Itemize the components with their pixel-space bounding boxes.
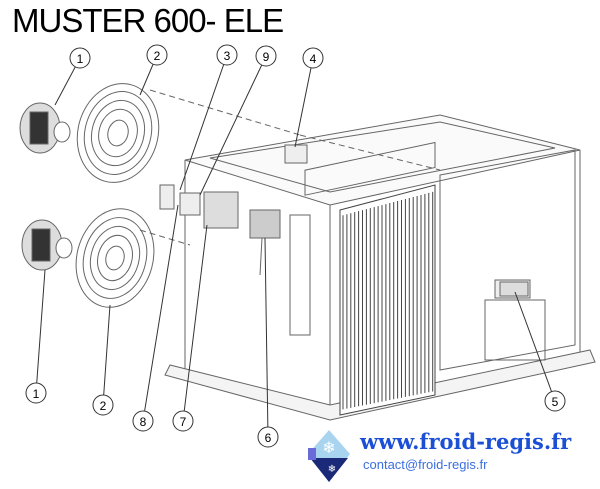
- callout-circle: [92, 394, 114, 416]
- callout-number: 7: [180, 415, 187, 429]
- fan-guard-top: [76, 83, 160, 183]
- callout-number: 9: [263, 50, 270, 64]
- leader-line: [199, 55, 267, 196]
- callout-circle: [172, 410, 194, 432]
- diagram-title: MUSTER 600- ELE: [12, 2, 284, 39]
- condenser-coil: [339, 184, 436, 416]
- relay: [179, 192, 201, 216]
- callout-circle: [544, 390, 566, 412]
- leader-line: [179, 54, 228, 191]
- svg-text:❄: ❄: [322, 440, 335, 457]
- callout-circle: [69, 47, 91, 69]
- callout-number: 1: [77, 52, 84, 66]
- callout-circle: [255, 45, 277, 67]
- transformer: [249, 209, 281, 239]
- leader-line: [102, 304, 111, 406]
- fan-guard-bottom: [75, 208, 155, 308]
- callout-circle: [257, 426, 279, 448]
- callout-number: 2: [100, 399, 107, 413]
- electrical-box: [439, 149, 576, 371]
- callout-number: 2: [154, 49, 161, 63]
- svg-text:❄: ❄: [328, 464, 336, 475]
- leader-line: [142, 204, 179, 422]
- thermostat: [499, 281, 529, 297]
- callout-number: 4: [310, 52, 317, 66]
- capacitor: [159, 184, 175, 210]
- contactor: [203, 191, 239, 229]
- contact-email[interactable]: contact@froid-regis.fr: [363, 457, 488, 472]
- leader-line: [35, 269, 46, 394]
- leader-line: [294, 57, 314, 148]
- callout-number: 6: [265, 431, 272, 445]
- callout-circle: [25, 382, 47, 404]
- leader-line: [264, 237, 269, 438]
- pressure-switch: [284, 144, 308, 164]
- callout-circle: [146, 44, 168, 66]
- callout-number: 1: [33, 387, 40, 401]
- leader-line: [182, 224, 208, 422]
- callout-number: 5: [552, 395, 559, 409]
- callout-number: 3: [224, 49, 231, 63]
- callout-number: 8: [140, 415, 147, 429]
- callout-circle: [132, 410, 154, 432]
- fan-motor-top: [19, 102, 71, 154]
- leader-line: [514, 291, 556, 402]
- callout-circle: [302, 47, 324, 69]
- callout-circle: [216, 44, 238, 66]
- fan-motor-bottom: [21, 219, 73, 271]
- website-link[interactable]: www.froid-regis.fr: [360, 429, 572, 454]
